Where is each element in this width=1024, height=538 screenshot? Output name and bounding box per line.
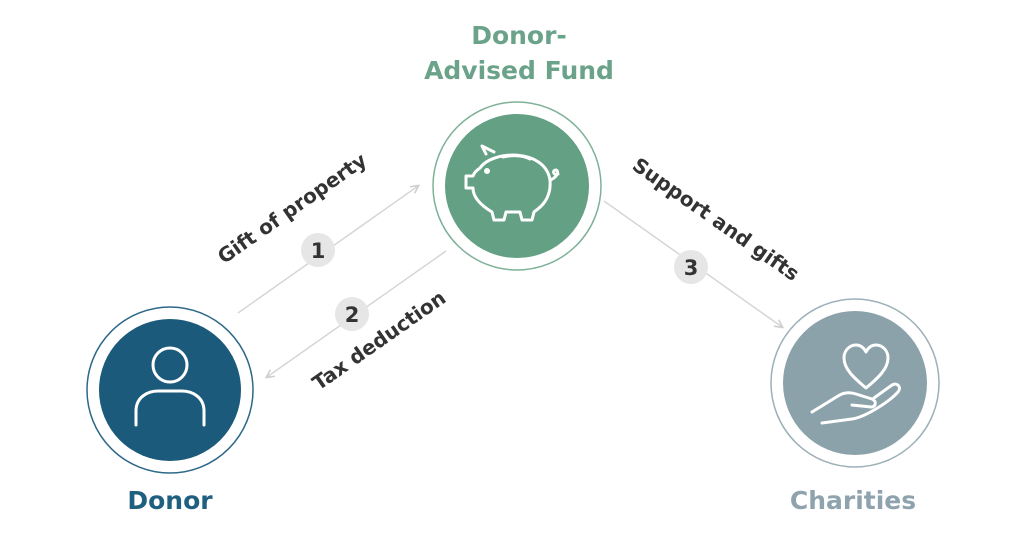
step-badge-3: 3	[674, 250, 708, 284]
svg-text:1: 1	[311, 239, 326, 263]
fund-title-line2: Advised Fund	[424, 56, 614, 85]
heart-in-hand-icon	[810, 343, 901, 425]
support-and-gifts-label: Support and gifts	[628, 153, 804, 286]
svg-text:2: 2	[345, 303, 360, 327]
charities-node	[770, 298, 940, 468]
gift-of-property-label: Gift of property	[213, 148, 371, 269]
charities-title: Charities	[790, 486, 916, 515]
person-icon	[134, 346, 206, 427]
fund-node	[432, 101, 602, 271]
piggy-bank-icon	[464, 144, 560, 222]
tax-deduction-label: Tax deduction	[308, 285, 450, 395]
svg-text:3: 3	[684, 256, 699, 280]
donor-node	[86, 306, 254, 474]
donor-title: Donor	[127, 486, 213, 515]
fund-title-line1: Donor-	[471, 21, 567, 50]
step-badge-2: 2	[335, 297, 369, 331]
step-badge-1: 1	[301, 233, 335, 267]
